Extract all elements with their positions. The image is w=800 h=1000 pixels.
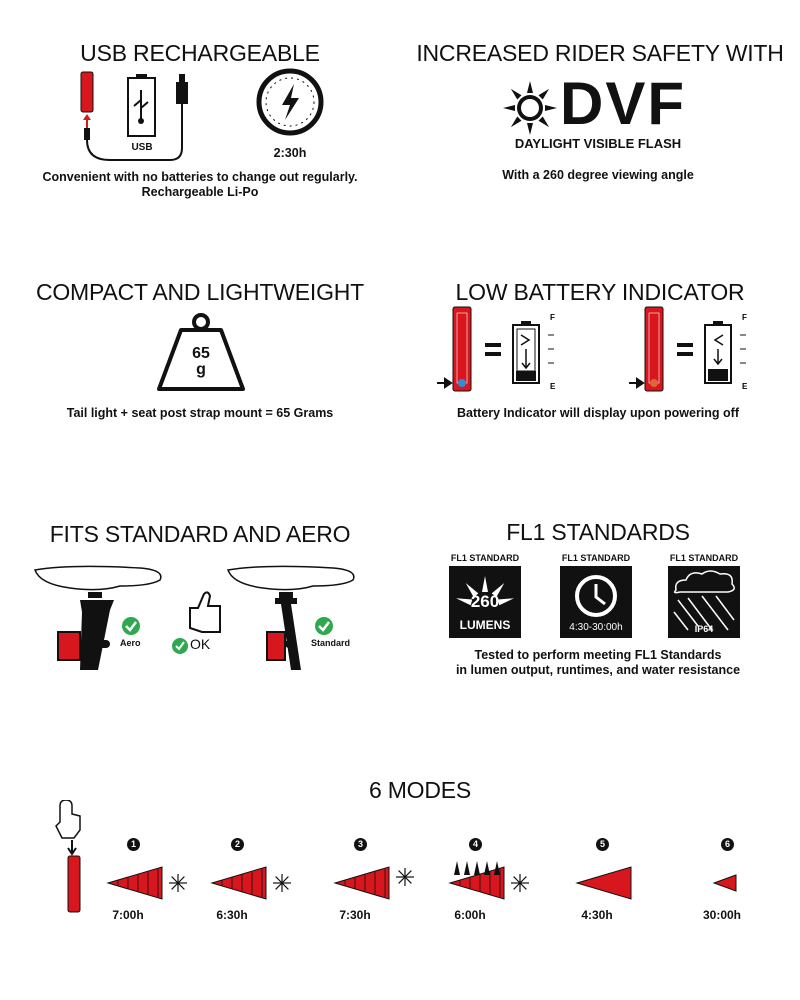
fits-title: FITS STANDARD AND AERO <box>49 521 351 547</box>
usb-label: USB <box>131 142 153 153</box>
mode-4-beam-icon <box>448 861 529 900</box>
aero-seatpost <box>33 565 162 670</box>
mode-number: 6 <box>721 838 734 851</box>
mode-runtime: 7:00h <box>112 908 144 922</box>
mode-6-beam-icon <box>712 874 737 892</box>
mode-runtime: 6:00h <box>454 908 486 922</box>
battery-title: LOW BATTERY INDICATOR <box>455 279 745 305</box>
usb-title: USB RECHARGEABLE <box>80 40 320 66</box>
press-button-icon <box>55 800 81 913</box>
standard-seatpost <box>226 565 355 670</box>
sun-icon <box>503 81 557 135</box>
empty-label: E <box>550 382 556 391</box>
ok-label: OK <box>190 636 211 652</box>
fl1-title: FL1 STANDARDS <box>506 519 690 545</box>
low-battery-state: F E <box>629 306 748 392</box>
mode-2-beam-icon <box>210 866 291 900</box>
badge-title: FL1 STANDARD <box>450 553 520 563</box>
battery-indicator-diagram: F E F E <box>437 306 748 392</box>
weight-title: COMPACT AND LIGHTWEIGHT <box>35 279 365 305</box>
mode-number: 5 <box>596 838 609 851</box>
mode-3-beam-icon <box>333 866 414 900</box>
thumbs-up-icon <box>172 591 221 654</box>
modes-title: 6 MODES <box>368 777 472 803</box>
svg-text:F: F <box>742 313 747 322</box>
runtime-range: 4:30-30:00h <box>569 622 623 633</box>
full-battery-state: F E <box>437 306 556 392</box>
usb-desc-1: Convenient with no batteries to change o… <box>42 170 358 184</box>
battery-desc: Battery Indicator will display upon powe… <box>457 406 739 420</box>
weight-desc-bold: 65 Grams <box>276 406 334 420</box>
dvf-subtitle: DAYLIGHT VISIBLE FLASH <box>514 136 682 151</box>
fl1-runtime-badge: FL1 STANDARD 4:30-30:00h <box>560 553 632 638</box>
fl1-water-badge: FL1 STANDARD IP64 <box>668 553 740 638</box>
mode-number: 1 <box>127 838 140 851</box>
charge-clock-icon <box>256 68 324 136</box>
lumens-label: LUMENS <box>459 618 511 632</box>
usb-charging-icon <box>80 71 188 161</box>
mode-number: 3 <box>354 838 367 851</box>
seatpost-mount-diagram <box>33 565 355 670</box>
ip-rating: IP64 <box>694 624 714 634</box>
safety-desc: With a 260 degree viewing angle <box>502 168 694 182</box>
mode-runtime: 6:30h <box>216 908 248 922</box>
fl1-desc-2: in lumen output, runtimes, and water res… <box>455 663 741 677</box>
fl1-lumens-badge: FL1 STANDARD 260 LUMENS <box>449 553 521 638</box>
standard-label: Standard <box>311 638 351 648</box>
weight-desc-prefix: Tail light + seat post strap mount = <box>66 406 277 420</box>
dvf-logo: DVF <box>560 70 686 137</box>
rain-cloud-icon <box>673 570 735 631</box>
clock-icon <box>575 575 617 617</box>
badge-title: FL1 STANDARD <box>561 553 631 563</box>
weight-unit: g <box>196 361 206 378</box>
weight-desc: Tail light + seat post strap mount = 65 … <box>67 406 334 421</box>
charge-time: 2:30h <box>273 146 307 160</box>
fl1-desc-1: Tested to perform meeting FL1 Standards <box>474 648 722 662</box>
full-label: F <box>550 313 555 322</box>
mode-number: 4 <box>469 838 482 851</box>
weight-icon <box>157 313 245 391</box>
mode-runtime: 30:00h <box>702 908 742 922</box>
mode-5-beam-icon <box>575 866 632 900</box>
badge-title: FL1 STANDARD <box>669 553 739 563</box>
usb-desc-2: Rechargeable Li-Po <box>141 185 259 199</box>
mode-1-beam-icon <box>106 866 187 900</box>
sunburst-icon <box>456 576 514 606</box>
lumens-value: 260 <box>470 592 500 611</box>
safety-title: INCREASED RIDER SAFETY WITH <box>416 40 784 66</box>
weight-value: 65 <box>192 345 210 362</box>
mode-number: 2 <box>231 838 244 851</box>
aero-label: Aero <box>120 638 141 648</box>
mode-runtime: 7:30h <box>339 908 371 922</box>
mode-runtime: 4:30h <box>581 908 613 922</box>
svg-text:E: E <box>742 382 748 391</box>
